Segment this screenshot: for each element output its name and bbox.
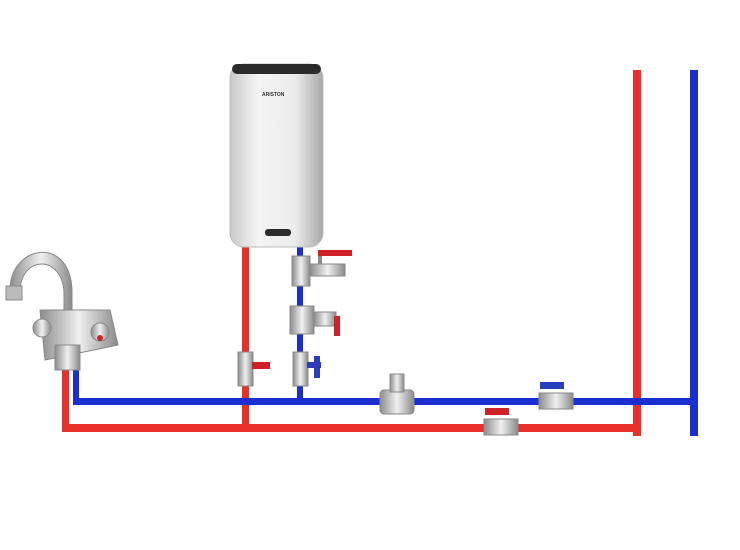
hot-main-ball-valve[interactable] bbox=[483, 408, 519, 436]
mixer-faucet[interactable] bbox=[5, 251, 119, 371]
water-heater: ARISTON bbox=[229, 63, 324, 248]
pressure-reducer bbox=[379, 373, 415, 415]
heater-brand-logo: ARISTON bbox=[262, 92, 285, 98]
hot-water-pipes bbox=[62, 70, 641, 436]
safety-valve-assembly bbox=[289, 250, 352, 336]
heater-hot-outlet-pipe bbox=[242, 245, 249, 432]
hot-outlet-ball-valve[interactable] bbox=[237, 351, 270, 387]
cold-water-pipes bbox=[73, 70, 698, 436]
cold-riser-pipe bbox=[690, 70, 698, 436]
cold-handle[interactable] bbox=[32, 318, 52, 338]
heater-control-panel bbox=[265, 229, 291, 236]
hot-main-pipe bbox=[62, 424, 641, 432]
tap-handle-red[interactable] bbox=[318, 250, 352, 256]
safety-valve-lever[interactable] bbox=[334, 316, 340, 336]
hot-faucet-pipe bbox=[62, 365, 69, 432]
hot-riser-pipe bbox=[633, 70, 641, 436]
cold-inlet-ball-valve[interactable] bbox=[292, 351, 321, 387]
cold-main-ball-valve[interactable] bbox=[538, 382, 574, 410]
hot-indicator-icon bbox=[97, 335, 103, 341]
cold-faucet-pipe bbox=[73, 365, 79, 405]
